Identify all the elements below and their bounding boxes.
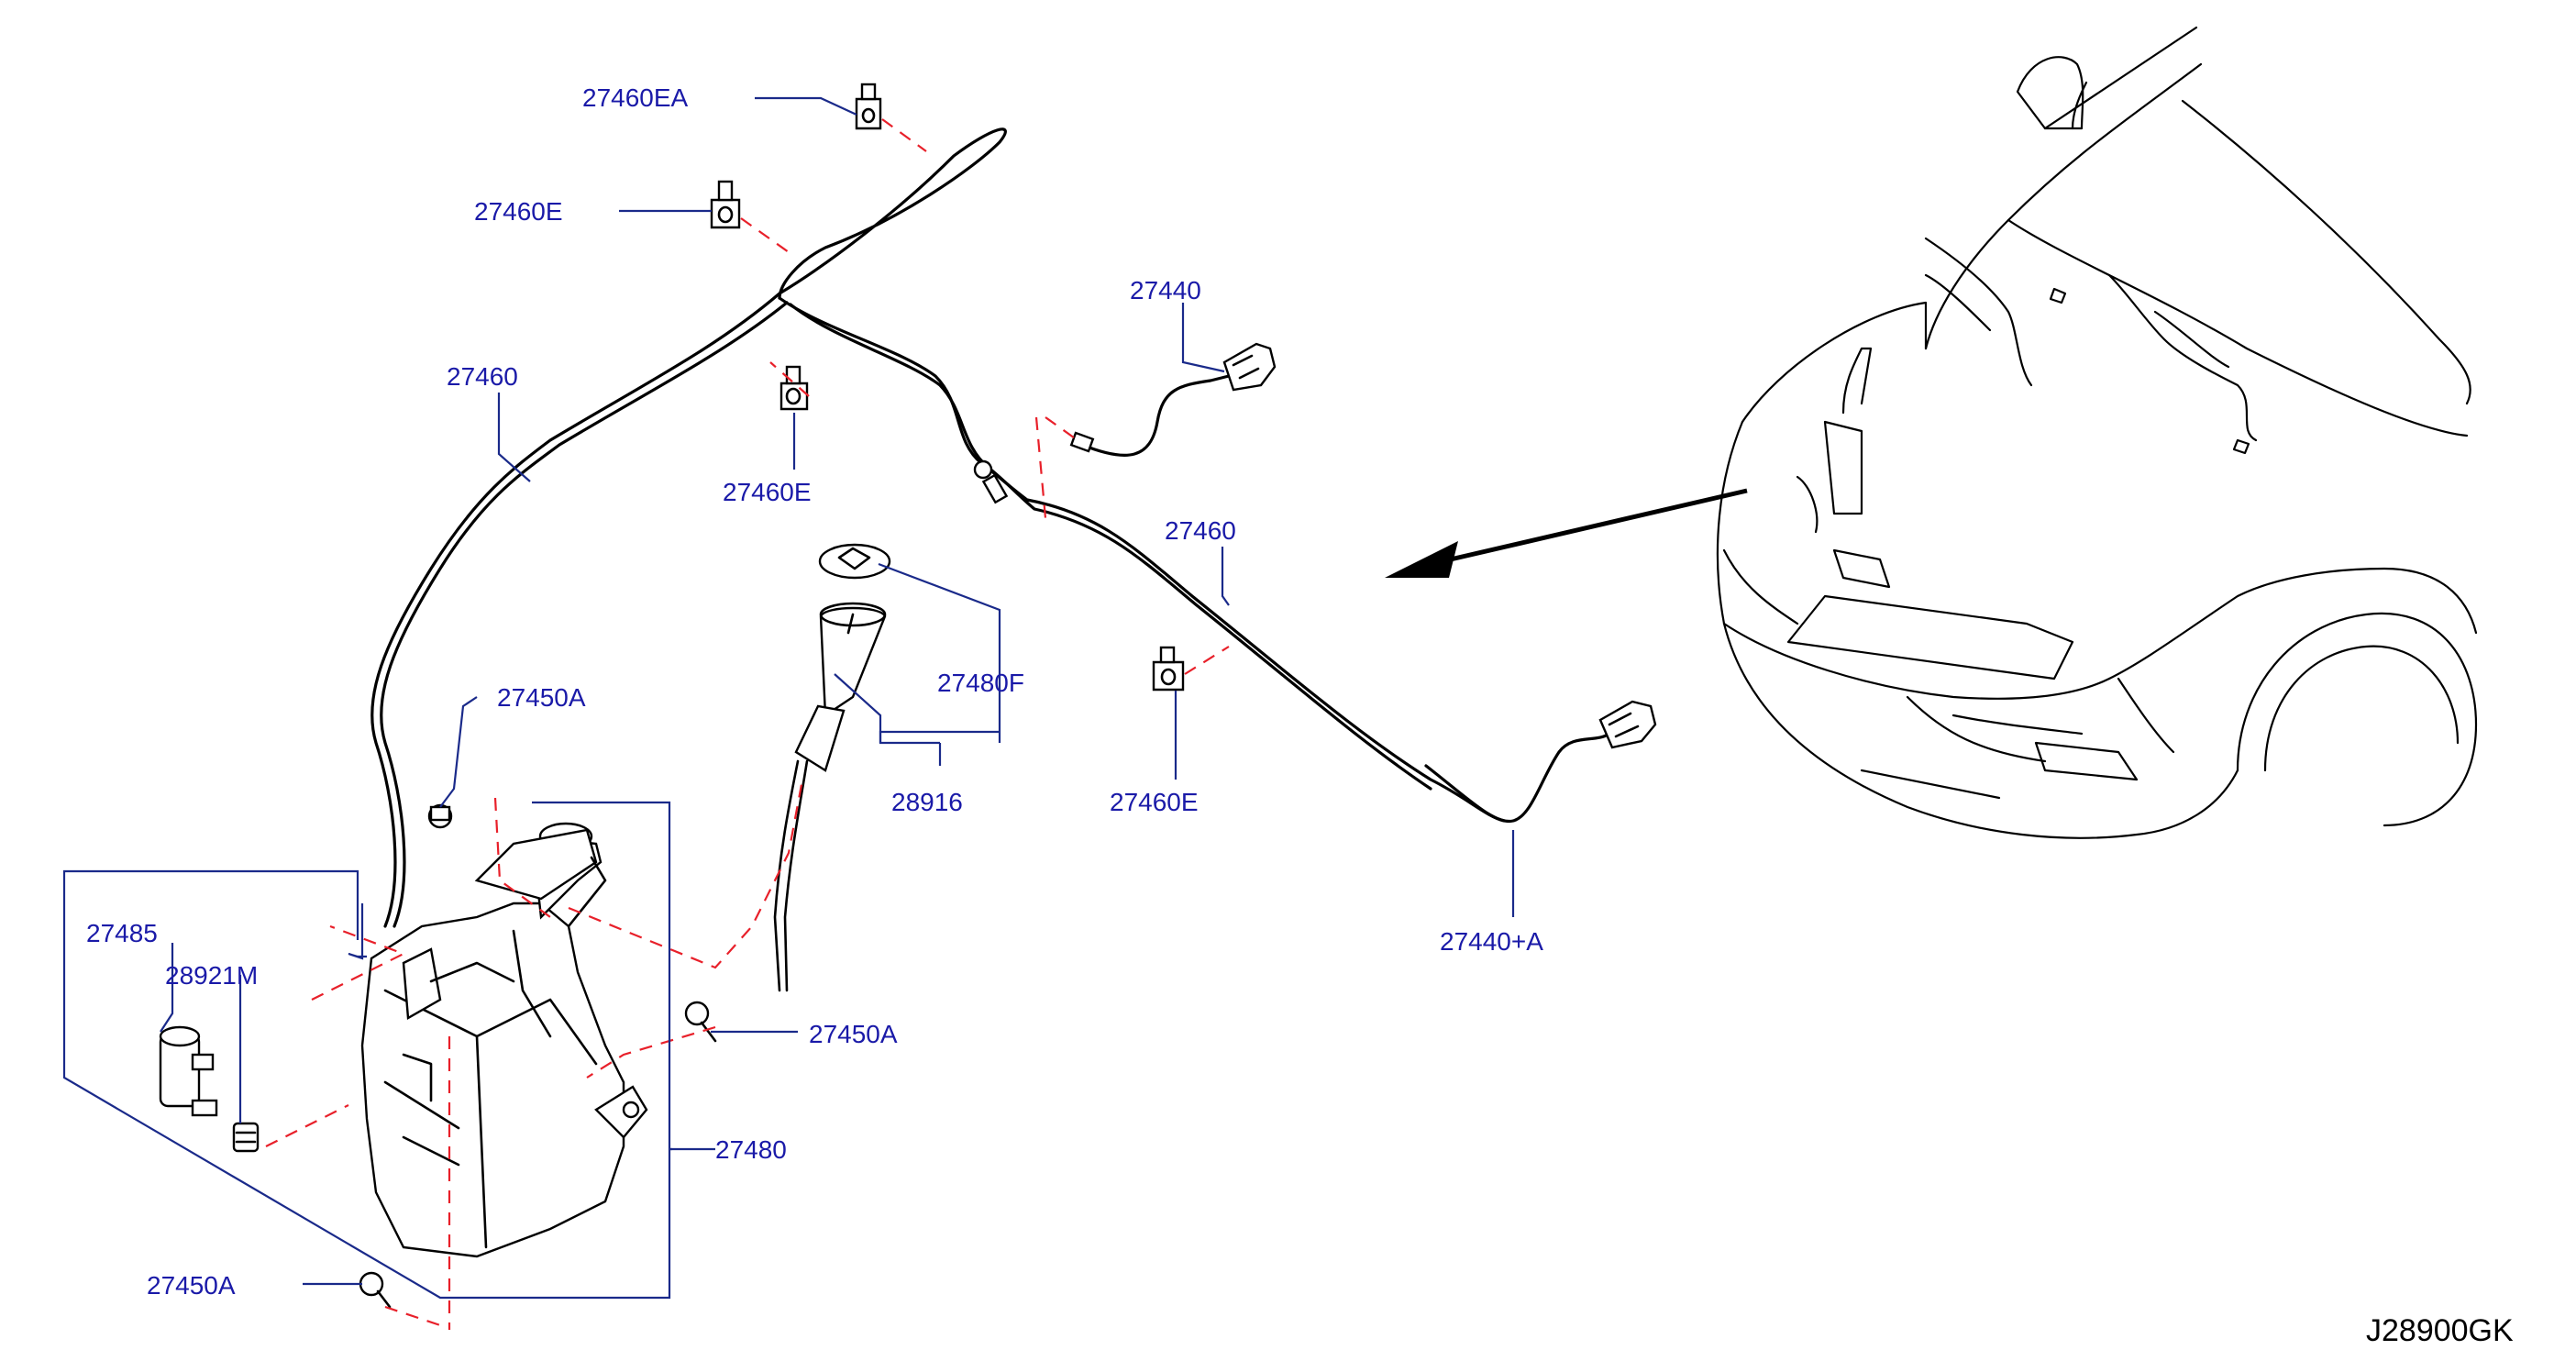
label-27450A-top: 27450A <box>497 683 586 712</box>
washer-nozzle-27440 <box>1222 342 1277 392</box>
washer-nozzle-27440A <box>1598 700 1657 749</box>
label-27485: 27485 <box>86 919 158 947</box>
clip-27460E-right <box>1152 646 1185 692</box>
label-27480: 27480 <box>715 1135 787 1164</box>
label-28921M: 28921M <box>165 961 258 990</box>
label-27460E-top: 27460E <box>474 197 563 226</box>
hose-joint <box>973 459 1009 504</box>
diagram-code: J28900GK <box>2366 1313 2514 1348</box>
label-27460-left: 27460 <box>447 362 518 391</box>
label-28916: 28916 <box>891 788 963 816</box>
clip-27460E-top <box>710 180 741 229</box>
label-27460E-mid: 27460E <box>723 478 812 506</box>
bolt-27450A-top <box>427 803 453 829</box>
label-27440: 27440 <box>1130 276 1201 304</box>
label-27480F: 27480F <box>937 669 1024 697</box>
washer-pump-27485 <box>159 1025 218 1117</box>
assembly-dashed-lines <box>265 118 1230 1330</box>
filler-cap-27480F <box>818 543 891 580</box>
washer-hose-27460-left <box>370 127 1007 928</box>
grommet-28921M <box>232 1122 260 1153</box>
label-27450A-bottom: 27450A <box>147 1271 236 1300</box>
bolt-27450A-bottom <box>359 1271 392 1309</box>
bolt-27450A-mid <box>684 1001 717 1043</box>
leader-lines <box>62 96 1515 1300</box>
part-labels: 27460EA 27460E 27460 27460E 27440 27460 … <box>86 83 2514 1348</box>
label-27460-right: 27460 <box>1165 516 1236 545</box>
washer-hose-27460-right <box>778 296 1506 823</box>
location-arrow <box>1385 488 1748 578</box>
clip-27460E-mid <box>779 365 809 411</box>
washer-tank-27480 <box>360 822 648 1258</box>
clip-27460EA <box>855 83 882 130</box>
washer-nozzle-hose-27440A <box>1424 732 1611 824</box>
washer-nozzle-hose-27440 <box>1069 374 1231 458</box>
vehicle-outline <box>1716 26 2478 839</box>
label-27460EA: 27460EA <box>582 83 689 112</box>
filler-tube-28916 <box>773 602 887 992</box>
label-27450A-mid: 27450A <box>809 1020 898 1048</box>
label-27440A: 27440+A <box>1440 927 1543 956</box>
label-27460E-right: 27460E <box>1110 788 1199 816</box>
